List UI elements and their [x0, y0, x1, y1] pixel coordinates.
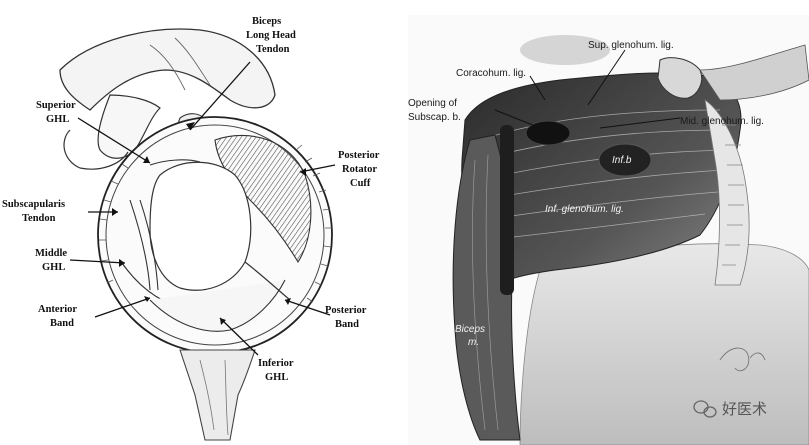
label-opening-line2: Subscap. b. [408, 112, 461, 123]
label-posterior-cuff-line2: Rotator [342, 164, 377, 175]
right-leaders [494, 49, 681, 129]
acromion-shape [59, 28, 276, 111]
label-anterior-band-line2: Band [50, 318, 74, 329]
label-inferior-ghl-line2: GHL [265, 372, 288, 383]
inf-b-opening [598, 143, 652, 177]
inferior-ghl-band [149, 279, 286, 332]
watermark-text: 好医术 [722, 400, 767, 418]
label-inferior-ghl-line1: Inferior [258, 358, 294, 369]
glenoid-face [149, 161, 252, 291]
label-middle-ghl-line1: Middle [35, 248, 67, 259]
rim-segments [99, 144, 332, 303]
label-biceps-line3: Tendon [256, 44, 290, 55]
label-posterior-band-line2: Band [335, 319, 359, 330]
label-middle-ghl-line2: GHL [42, 262, 65, 273]
dark-tendon-strip [500, 125, 514, 295]
label-biceps-m-line1: Biceps [455, 324, 485, 335]
label-biceps-line2: Long Head [246, 30, 296, 41]
label-sup-glenohum: Sup. glenohum. lig. [588, 40, 674, 51]
posterior-band [244, 261, 291, 301]
artist-signature [719, 347, 766, 372]
middle-ghl-band [129, 199, 159, 291]
label-anterior-band-line1: Anterior [38, 304, 77, 315]
superior-ghl-band [149, 159, 201, 166]
label-inf-glenohum: Inf. glenohum. lig. [545, 204, 624, 215]
watermark: 好医术 [693, 400, 767, 418]
label-mid-glenohum: Mid. glenohum. lig. [680, 116, 764, 127]
label-infb: Inf.b [612, 155, 632, 166]
label-biceps-m-line2: m. [468, 337, 479, 348]
right-illustration: Sup. glenohum. lig. Coracohum. lig. Open… [408, 15, 809, 445]
wechat-icon [693, 400, 717, 418]
label-posterior-cuff-line3: Cuff [350, 178, 371, 189]
label-posterior-cuff-line1: Posterior [338, 150, 380, 161]
label-subscap-line2: Tendon [22, 213, 56, 224]
label-opening-line1: Opening of [408, 98, 457, 109]
left-diagram: Biceps Long Head Tendon Superior GHL Pos… [2, 16, 380, 441]
label-posterior-band-line1: Posterior [325, 305, 367, 316]
label-superior-ghl-line2: GHL [46, 114, 69, 125]
humerus-shaft [179, 349, 256, 441]
label-coracohum: Coracohum. lig. [456, 68, 526, 79]
label-superior-ghl-line1: Superior [36, 100, 76, 111]
label-subscap-line1: Subscapularis [2, 199, 65, 210]
coracoid-process [63, 129, 129, 170]
label-biceps-line1: Biceps [252, 16, 281, 27]
posterior-capsule [704, 99, 750, 286]
